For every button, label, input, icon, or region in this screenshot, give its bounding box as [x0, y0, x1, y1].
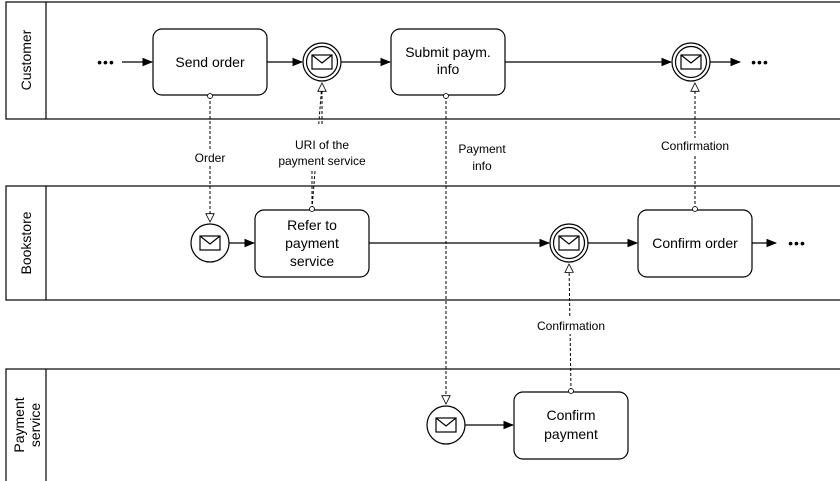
task-refer-to-payment-service[interactable]: Refer to payment service [254, 209, 370, 278]
task-confirm-payment-label-line1: Confirm [546, 407, 595, 423]
start-message-event-payment[interactable] [426, 405, 466, 445]
task-confirm-payment[interactable]: Confirm payment [513, 391, 629, 460]
start-message-event-bookstore[interactable] [190, 223, 230, 263]
task-submit-payment-label-line1: Submit paym. [405, 44, 491, 60]
task-submit-payment-info[interactable]: Submit paym. info [390, 28, 506, 96]
task-send-order-label: Send order [175, 54, 245, 70]
task-submit-payment-label-line2: info [437, 61, 460, 77]
lane-payment-service: Payment service [5, 368, 840, 481]
customer-start-ellipsis: ••• [97, 54, 115, 70]
message-confirmation-bottom-label: Confirmation [537, 319, 605, 333]
lane-customer-label: Customer [18, 29, 34, 90]
task-refer-label-line2: payment [285, 235, 339, 251]
customer-end-ellipsis: ••• [751, 54, 769, 70]
task-confirm-order[interactable]: Confirm order [637, 209, 753, 278]
message-uri-label-line2: payment service [278, 154, 366, 168]
message-order-label: Order [195, 151, 226, 165]
lane-bookstore-label: Bookstore [18, 211, 34, 274]
task-confirm-payment-label-line2: payment [544, 426, 598, 442]
lane-bookstore: Bookstore [5, 185, 840, 301]
message-flow-uri: URI of the payment service [272, 83, 380, 209]
message-flow-order: Order [188, 96, 232, 222]
message-payment-info-label-line1: Payment [458, 142, 506, 156]
task-confirm-order-label: Confirm order [652, 235, 738, 251]
envelope-icon [199, 235, 221, 251]
lane-payment-label-line1: Payment [11, 397, 27, 452]
envelope-icon [311, 54, 333, 70]
envelope-icon [435, 417, 457, 433]
task-send-order[interactable]: Send order [152, 28, 268, 96]
envelope-icon [680, 54, 702, 70]
lane-customer: Customer [5, 1, 840, 120]
intermediate-catch-message-event-bookstore[interactable] [549, 223, 589, 263]
message-flow-payment-info: Payment info [446, 96, 516, 404]
lane-payment-label-line2: service [27, 403, 43, 448]
message-flow-confirmation-top: Confirmation [648, 83, 742, 209]
message-uri-label-line1: URI of the [295, 138, 349, 152]
message-payment-info-label-line2: info [472, 159, 492, 173]
task-refer-label-line3: service [290, 253, 335, 269]
envelope-icon [558, 235, 580, 251]
message-confirmation-top-label: Confirmation [661, 139, 729, 153]
message-flow-confirmation-bottom: Confirmation [524, 264, 618, 391]
intermediate-catch-message-event-customer-2[interactable] [671, 42, 711, 82]
intermediate-catch-message-event-customer-1[interactable] [302, 42, 342, 82]
task-refer-label-line1: Refer to [287, 217, 337, 233]
bookstore-end-ellipsis: ••• [788, 235, 806, 251]
